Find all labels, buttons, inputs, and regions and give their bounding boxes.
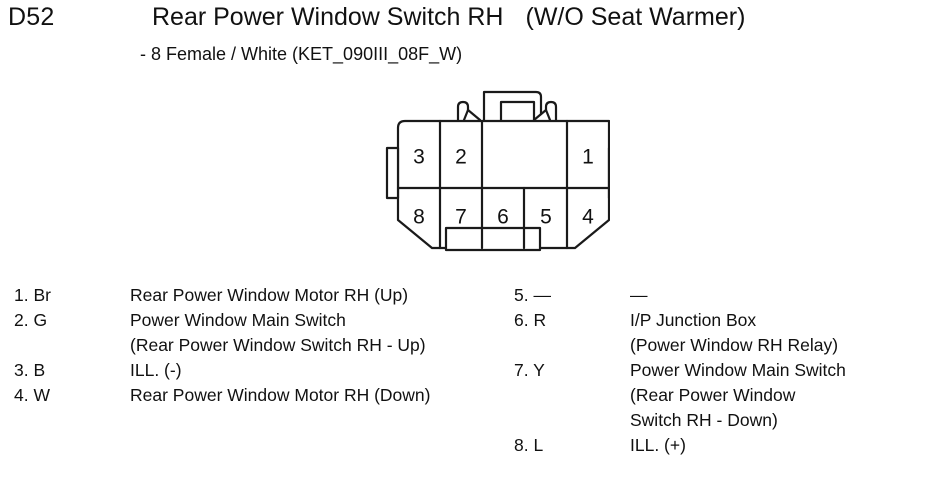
pin-description-line: Switch RH - Down): [630, 410, 778, 430]
pin-description-line: I/P Junction Box: [630, 310, 757, 330]
pin-row: 4. W Rear Power Window Motor RH (Down): [14, 383, 431, 408]
page-title-variant: (W/O Seat Warmer): [525, 3, 746, 31]
pin-description-line: —: [630, 285, 648, 305]
pin-row: 8. L ILL. (+): [514, 433, 846, 458]
pin-identifier: 5. —: [514, 285, 551, 305]
pin-description-line: (Rear Power Window: [630, 385, 796, 405]
connector-code: D52: [8, 3, 55, 31]
pin-identifier: 1. Br: [14, 285, 51, 305]
connector-side-ear-right: [607, 146, 610, 200]
pin-identifier: 6. R: [514, 310, 547, 330]
pin-description-line: Rear Power Window Motor RH (Down): [130, 385, 431, 405]
pin-cavity-4: 4: [582, 206, 594, 229]
pin-description: Power Window Main Switch (Rear Power Wind…: [630, 358, 846, 433]
pin-row: 2. G Power Window Main Switch (Rear Power …: [14, 308, 431, 358]
page-title-text: Rear Power Window Switch RH: [152, 3, 504, 31]
connector-diagram: 3 2 1 8 7 6 5 4: [360, 80, 610, 270]
pin-description: —: [630, 283, 846, 308]
pin-description-line: (Power Window RH Relay): [630, 335, 839, 355]
pin-description-line: ILL. (+): [630, 435, 686, 455]
pin-row: 1. Br Rear Power Window Motor RH (Up): [14, 283, 431, 308]
pin-identifier: 8. L: [514, 435, 544, 455]
pin-description: I/P Junction Box (Power Window RH Relay): [630, 308, 846, 358]
page-title: Rear Power Window Switch RH (W/O Seat War…: [152, 3, 745, 32]
pin-row: 7. Y Power Window Main Switch (Rear Power …: [514, 358, 846, 433]
pin-description: Rear Power Window Motor RH (Up): [130, 283, 431, 308]
pin-row: 6. R I/P Junction Box (Power Window RH Rel…: [514, 308, 846, 358]
pin-description-line: Power Window Main Switch: [630, 360, 846, 380]
connector-spec-subtitle: - 8 Female / White (KET_090III_08F_W): [140, 44, 463, 64]
connector-bottom-tab: [444, 226, 542, 252]
pin-description-line: Rear Power Window Motor RH (Up): [130, 285, 409, 305]
pin-cavity-7: 7: [455, 206, 467, 229]
pin-cavity-3: 3: [413, 146, 425, 169]
connector-side-ear-left: [385, 146, 400, 200]
pin-cavity-6: 6: [497, 206, 509, 229]
pin-list-left: 1. Br Rear Power Window Motor RH (Up) 2. G…: [14, 283, 431, 408]
pin-description-line: Power Window Main Switch: [130, 310, 346, 330]
pin-description: Power Window Main Switch (Rear Power Wind…: [130, 308, 431, 358]
pin-row: 3. B ILL. (-): [14, 358, 431, 383]
pin-identifier: 4. W: [14, 385, 50, 405]
pin-cavity-1: 1: [582, 146, 594, 169]
pin-identifier: 7. Y: [514, 360, 545, 380]
connector-drawing: 3 2 1 8 7 6 5 4: [385, 90, 610, 252]
pin-cavity-5: 5: [540, 206, 552, 229]
pin-list-right: 5. — — 6. R I/P Junction Box (Power Window R…: [514, 283, 846, 458]
pin-list-left-body: 1. Br Rear Power Window Motor RH (Up) 2. G…: [14, 283, 431, 408]
pin-list-right-body: 5. — — 6. R I/P Junction Box (Power Window R…: [514, 283, 846, 458]
pin-description: Rear Power Window Motor RH (Down): [130, 383, 431, 408]
pin-description: ILL. (+): [630, 433, 846, 458]
pin-cavity-2: 2: [455, 146, 467, 169]
pin-identifier: 2. G: [14, 310, 48, 330]
pin-description-line: ILL. (-): [130, 360, 182, 380]
pin-row: 5. — —: [514, 283, 846, 308]
pin-description: ILL. (-): [130, 358, 431, 383]
pin-identifier: 3. B: [14, 360, 46, 380]
pin-description-line: (Rear Power Window Switch RH - Up): [130, 335, 426, 355]
pin-cavity-8: 8: [413, 206, 425, 229]
